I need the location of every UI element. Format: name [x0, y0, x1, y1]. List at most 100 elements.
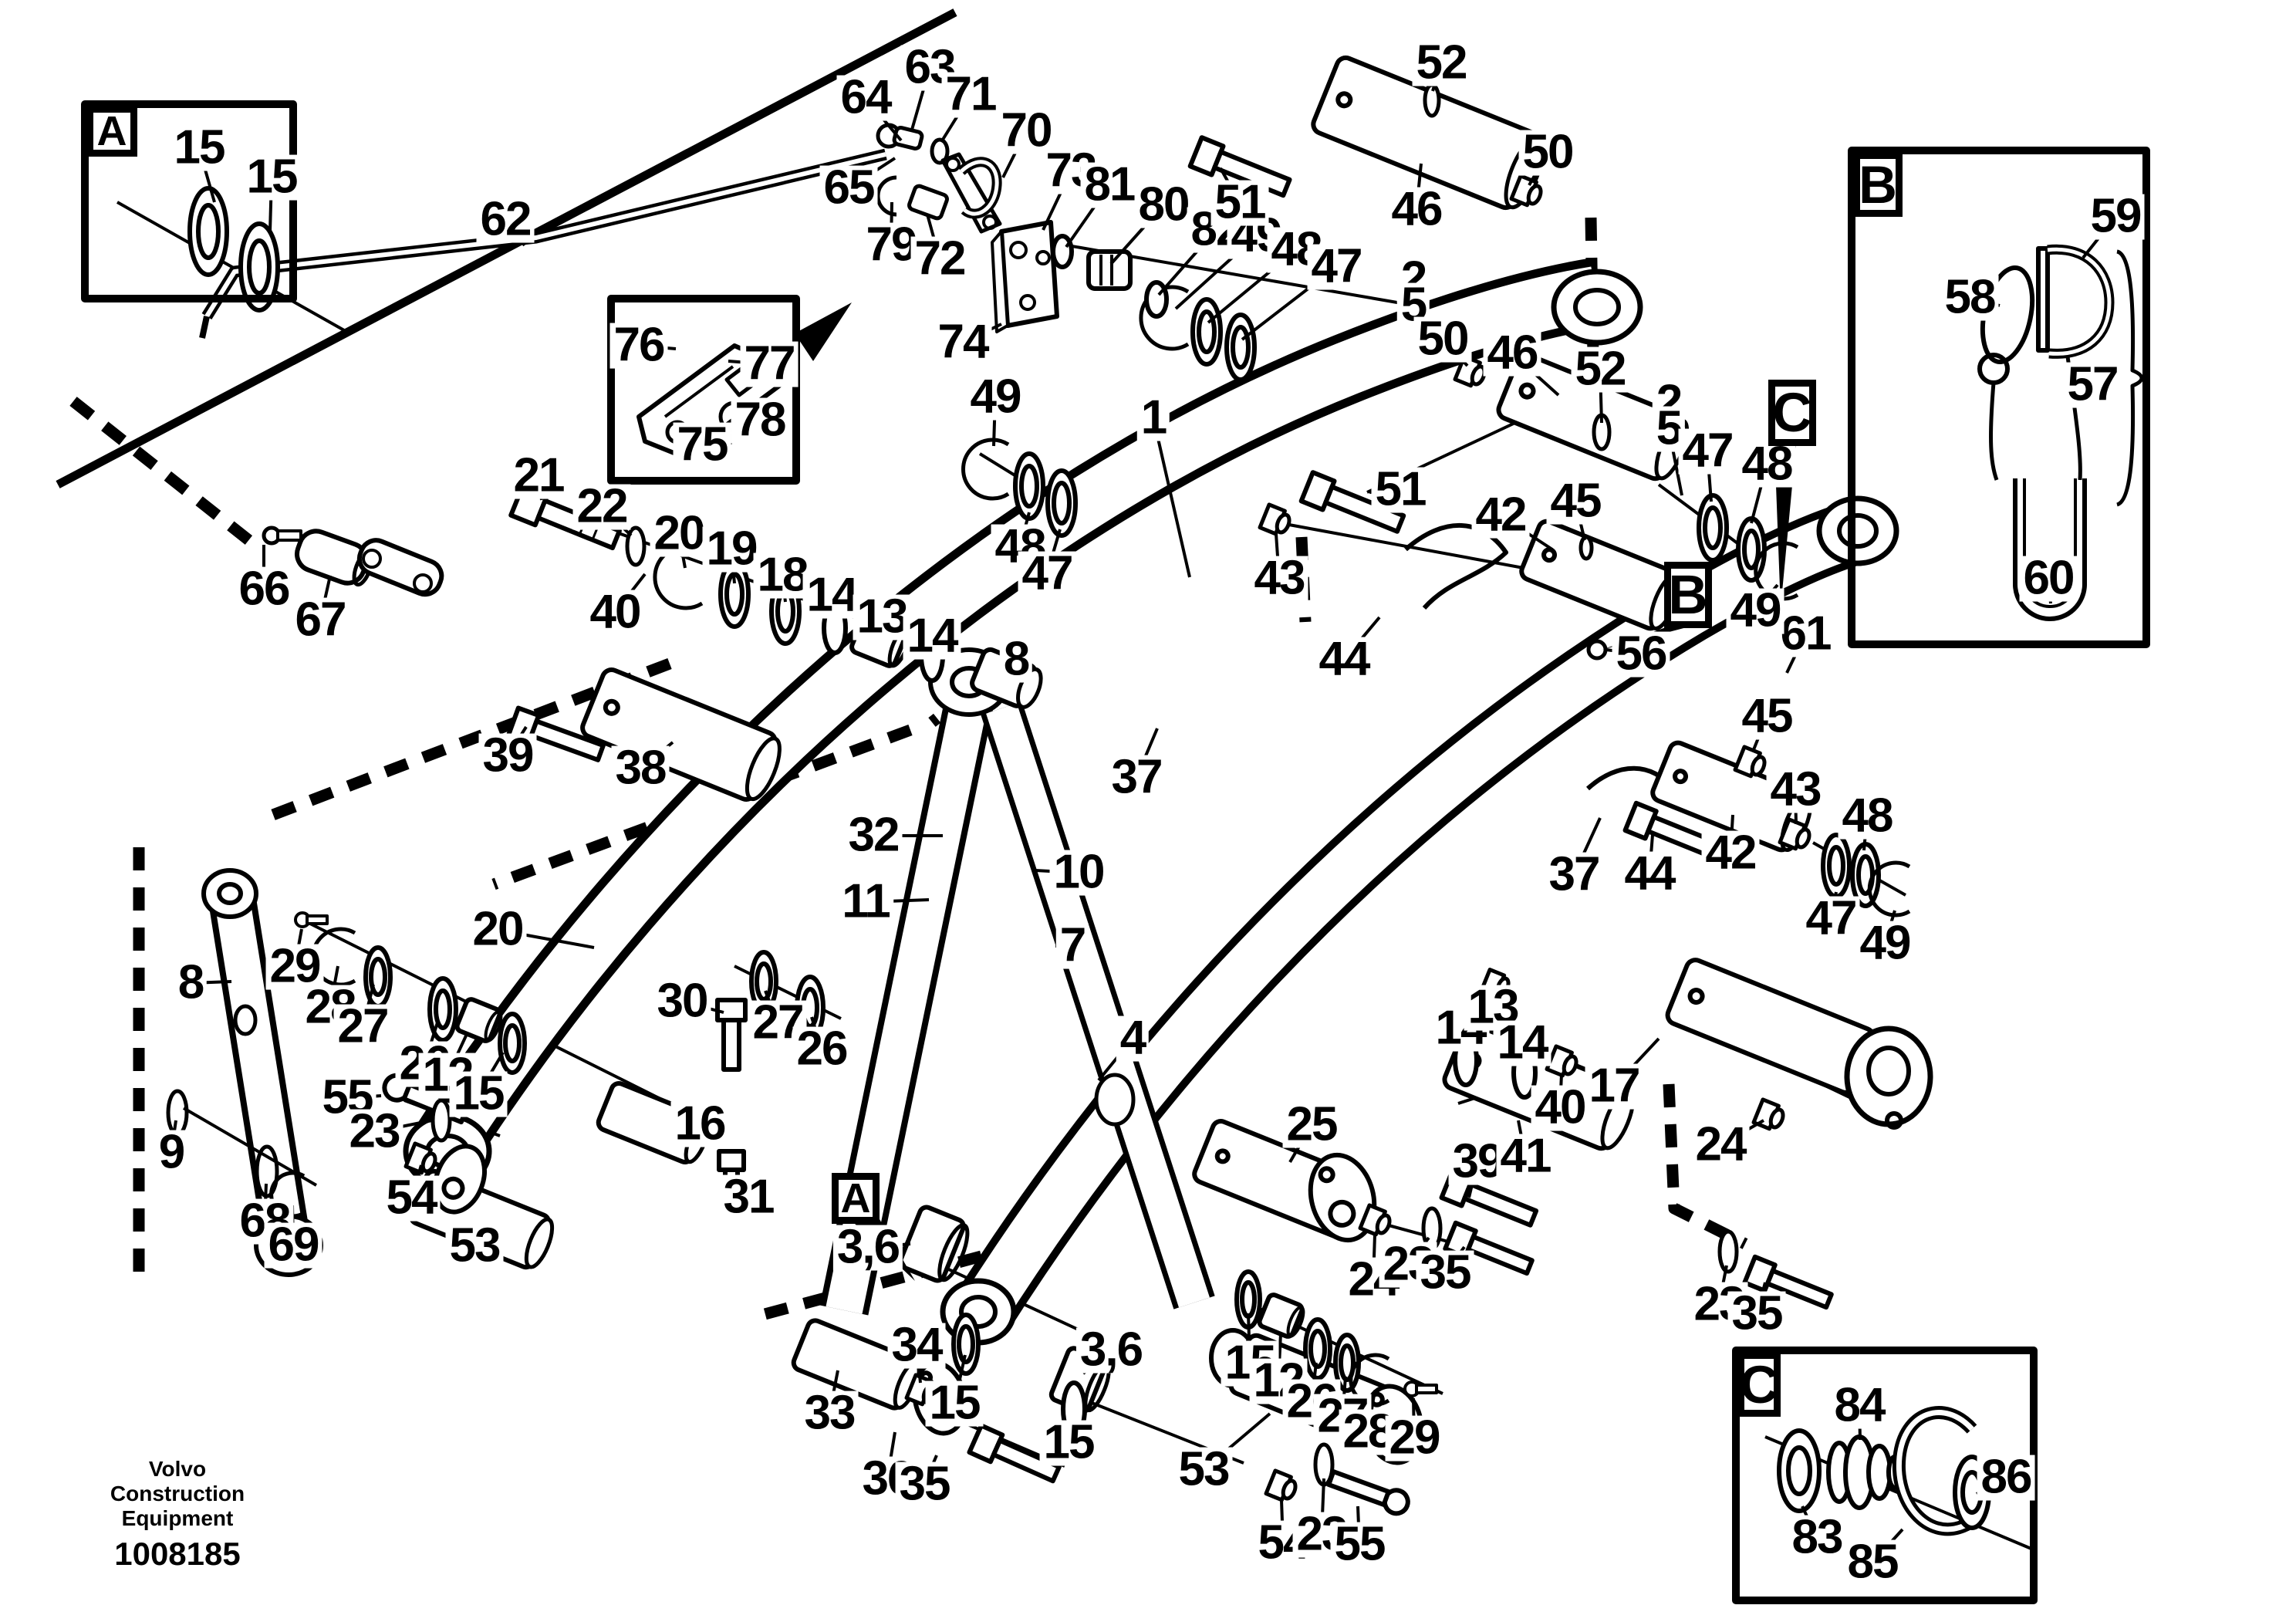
part-number: 51	[1210, 178, 1269, 226]
part-number: 85	[1843, 1538, 1902, 1586]
part-number: 28	[1339, 1407, 1397, 1455]
part-number: 10	[1049, 848, 1108, 896]
part-number: 42	[1471, 491, 1530, 539]
part-number: 32	[844, 811, 903, 859]
part-number: 67	[291, 596, 349, 644]
part-number: 37	[1107, 753, 1166, 801]
part-number: 3,6	[1075, 1326, 1146, 1374]
part-number: 1	[1136, 394, 1170, 441]
part-number: 30	[653, 977, 711, 1025]
part-number: 46	[1483, 329, 1541, 377]
part-number: 14	[1493, 1019, 1551, 1066]
part-number: 35	[1727, 1289, 1786, 1337]
part-number: 72	[910, 235, 969, 282]
part-number: 21	[509, 451, 568, 499]
part-number: 31	[719, 1173, 778, 1221]
part-number: 16	[670, 1100, 729, 1147]
part-number: 47	[1307, 242, 1366, 290]
part-number: 44	[1315, 635, 1373, 683]
part-number: 49	[966, 373, 1025, 421]
detail-view-marker-b-pointer: B	[1664, 562, 1712, 628]
part-number: 8	[174, 958, 208, 1006]
mount-plate-73-74	[991, 220, 1059, 333]
part-number: 56	[1612, 630, 1670, 678]
part-number: 47	[1018, 549, 1076, 597]
part-number: 52	[1571, 345, 1629, 393]
part-number: 76	[609, 321, 668, 369]
part-number: 19	[702, 525, 761, 573]
part-number: 84	[1830, 1381, 1889, 1429]
part-number: 15	[925, 1379, 984, 1427]
part-number: 35	[1416, 1249, 1474, 1296]
part-number: 40	[586, 588, 644, 636]
part-number: 61	[1776, 610, 1835, 657]
part-number: 83	[1788, 1513, 1846, 1561]
part-number: 53	[1174, 1445, 1233, 1493]
part-number: 17	[1585, 1062, 1643, 1110]
part-number: 64	[836, 73, 895, 121]
part-number: 79	[862, 221, 920, 269]
detail-box-a	[81, 100, 297, 302]
tilt-cylinder-right	[981, 701, 1215, 1309]
part-number: 29	[265, 942, 324, 990]
part-number: 50	[1413, 315, 1472, 363]
part-number: 15	[449, 1070, 508, 1117]
part-number: 81	[1080, 161, 1139, 208]
part-number: 23	[345, 1107, 403, 1155]
part-number: 35	[895, 1460, 954, 1508]
part-number: 26	[792, 1025, 851, 1073]
detail-a-rings	[187, 186, 280, 313]
document-number: 1008185	[114, 1535, 241, 1572]
part-number: 49	[1855, 919, 1914, 967]
part-number: 14	[802, 571, 861, 619]
part-number: 9	[154, 1128, 188, 1176]
tube-end-fittings	[876, 123, 1002, 234]
part-number: 20	[650, 509, 708, 557]
part-number: 25	[1282, 1100, 1341, 1148]
part-number: 65	[819, 164, 878, 211]
nuts	[403, 174, 1811, 1502]
detail-view-marker-a-pointer: A	[832, 1173, 880, 1224]
part-number: 45	[1737, 692, 1796, 740]
part-number: 22	[572, 482, 631, 530]
part-number: 80	[1134, 181, 1193, 228]
part-number: 15	[1039, 1418, 1098, 1466]
part-number: 24	[1691, 1120, 1750, 1168]
part-number: 55	[1330, 1520, 1389, 1568]
part-number: 34	[887, 1321, 946, 1369]
part-number: 27	[333, 1002, 392, 1050]
part-number: 44	[1620, 850, 1679, 897]
part-number: 54	[382, 1174, 441, 1222]
part-number: 15	[242, 153, 301, 201]
part-number: 70	[997, 106, 1055, 154]
part-number: 59	[2086, 192, 2145, 240]
detail-view-marker-a-corner: A	[86, 106, 137, 157]
part-number: 42	[1701, 829, 1760, 877]
part-number: 51	[1371, 465, 1430, 513]
part-number: 74	[934, 318, 992, 366]
part-number: 39	[478, 732, 537, 779]
part-number: 41	[1496, 1132, 1555, 1180]
part-number: 45	[1546, 477, 1605, 525]
part-number: 48	[1737, 440, 1796, 488]
link-66-67	[262, 525, 444, 597]
part-number: 57	[2063, 360, 2122, 408]
part-number: 37	[1545, 850, 1603, 898]
part-number: 29	[1385, 1414, 1443, 1461]
part-number: 20	[468, 905, 527, 953]
part-number: 4	[1116, 1014, 1150, 1062]
part-number: 60	[2019, 554, 2078, 602]
detail-view-marker-b-corner: B	[1853, 152, 1903, 217]
brand-line-2: Equipment	[121, 1506, 234, 1531]
part-number: 77	[740, 340, 799, 387]
detail-view-marker-c-pointer: C	[1768, 380, 1816, 446]
part-number: 14	[1431, 1004, 1490, 1052]
part-number: 47	[1678, 427, 1737, 475]
brand-line-1: Volvo Construction	[110, 1457, 245, 1506]
part-number: 13	[853, 593, 911, 640]
part-number: 40	[1531, 1083, 1589, 1131]
part-number: 48	[1838, 792, 1896, 840]
sheet-diagonal-line	[56, 8, 957, 488]
